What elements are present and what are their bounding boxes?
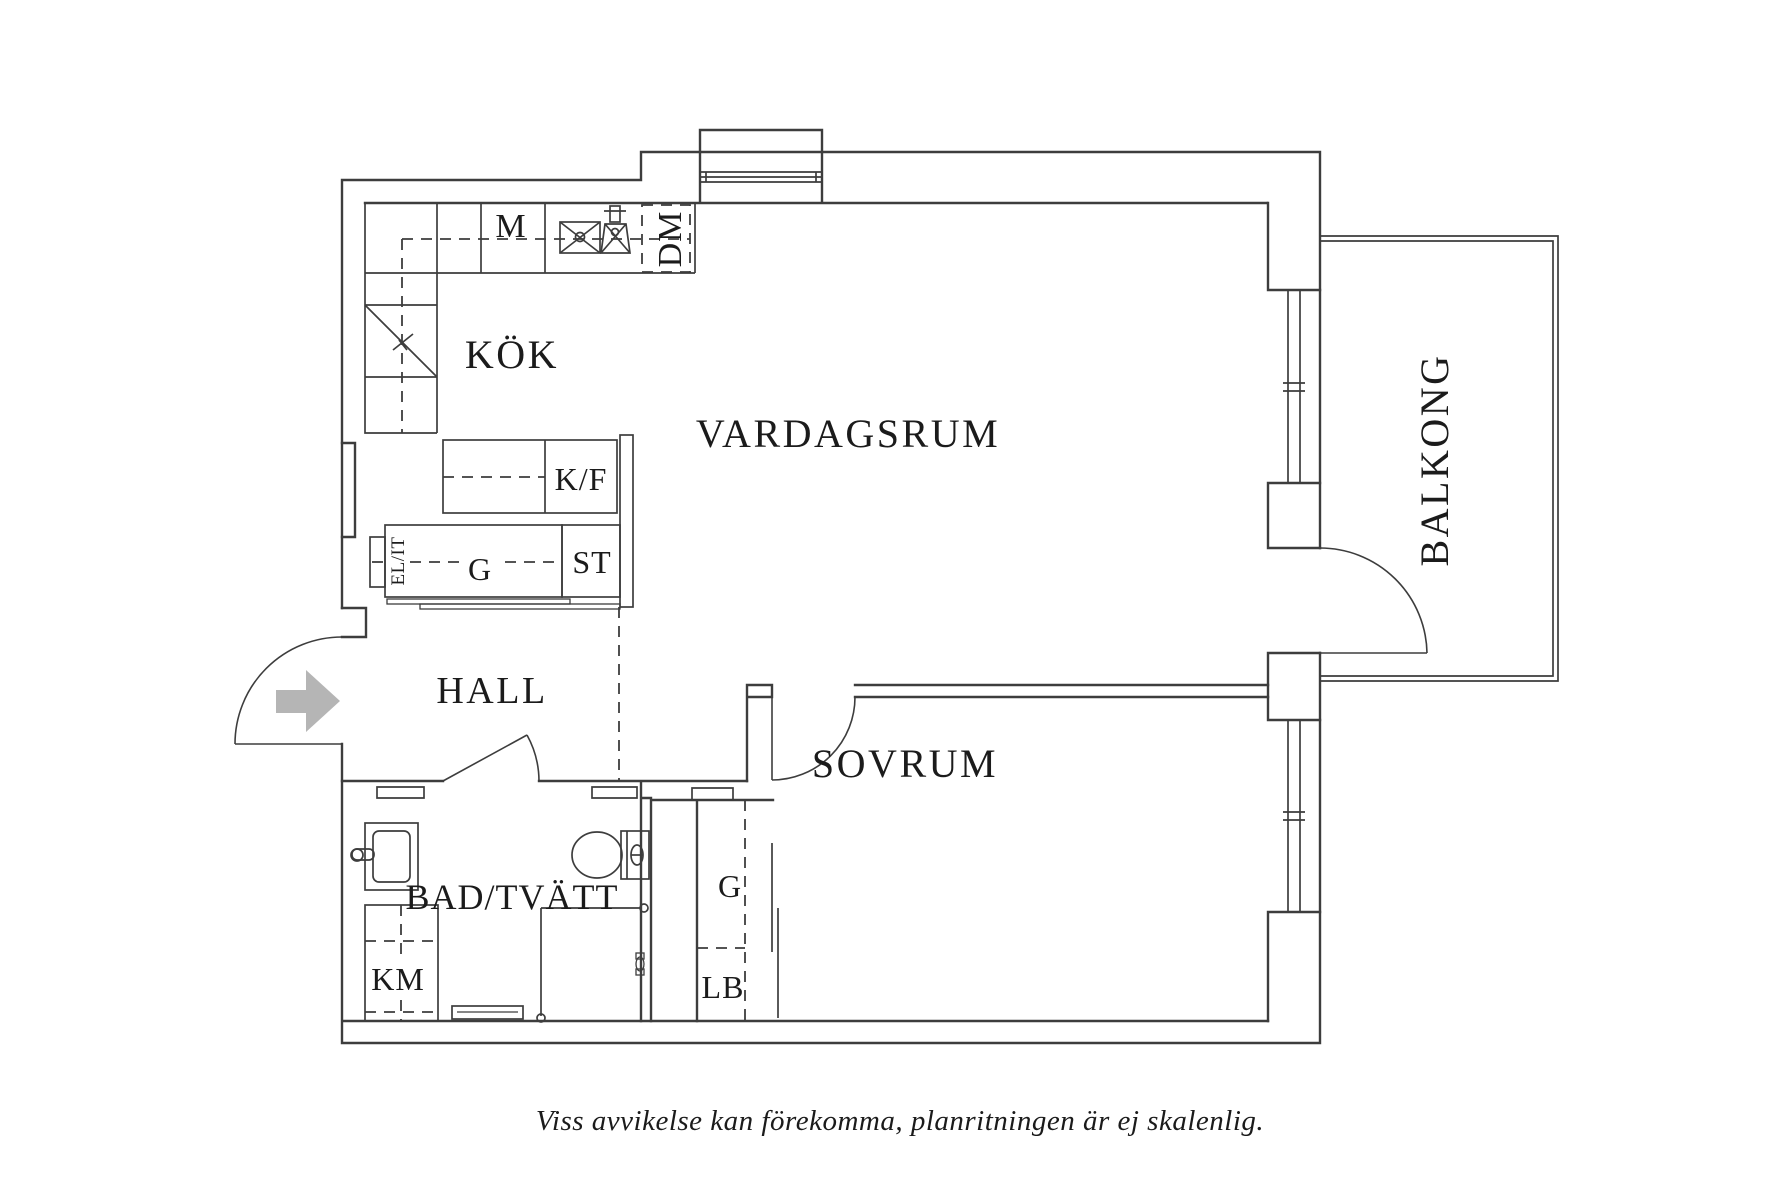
sliding-door-track-2	[419, 603, 621, 610]
label-g-bedroom: G	[718, 868, 742, 904]
bedroom-window	[1283, 720, 1305, 912]
bathroom-door	[442, 734, 540, 782]
entry-arrow-icon	[276, 670, 340, 732]
bedroom-living-wall	[745, 683, 1270, 783]
room-label-bathroom: BAD/TVÄTT	[406, 877, 619, 917]
hall-bathroom-walls	[340, 779, 775, 1023]
kitchen-counter-centerline	[401, 238, 690, 433]
top-window	[699, 171, 823, 183]
label-km: KM	[371, 961, 425, 997]
room-label-bedroom: SOVRUM	[812, 741, 998, 786]
entry-door	[234, 636, 343, 745]
label-st: ST	[572, 544, 611, 580]
label-el-it: EL/IT	[388, 537, 409, 586]
bedroom-door	[771, 696, 856, 781]
entry-stub-and-niche	[340, 441, 368, 639]
room-label-living-room: VARDAGSRUM	[696, 411, 1000, 456]
shower-partition	[536, 903, 649, 1023]
label-lb: LB	[702, 969, 745, 1005]
room-label-hallway: HALL	[436, 670, 547, 712]
disclaimer-caption: Viss avvikelse kan förekomma, planritnin…	[536, 1105, 1264, 1137]
windows	[699, 171, 1559, 912]
right-wall-inner-face	[1266, 201, 1322, 1023]
kitchen-counters	[364, 203, 696, 434]
living-room-window	[1283, 290, 1305, 483]
walls	[340, 128, 1322, 1045]
label-kf: K/F	[555, 461, 608, 497]
dashed-lines	[365, 204, 746, 1021]
label-g-hall: G	[468, 551, 492, 587]
outer-walls	[340, 150, 1322, 1045]
bedroom-closet-dashed	[697, 800, 746, 1021]
toilet-icon	[571, 830, 650, 880]
el-it-cabinet-box	[369, 536, 386, 588]
label-m: M	[495, 208, 526, 245]
door-handle-icon	[635, 952, 645, 976]
label-underlays	[374, 532, 500, 996]
room-labels: KÖK VARDAGSRUM HALL BAD/TVÄTT SOVRUM BAL…	[406, 332, 1457, 917]
bathroom-sink-icon	[350, 822, 419, 891]
balcony-railing	[1320, 235, 1559, 682]
shaft-symbol	[364, 304, 438, 378]
room-label-balcony: BALKONG	[1412, 353, 1457, 566]
kitchen-sink-icon	[559, 221, 601, 254]
shower-threshold	[451, 1005, 524, 1020]
hall-wall-pier	[619, 434, 634, 608]
fixture-labels: M DM K/F G ST EL/IT KM G LB	[371, 208, 745, 1005]
kitchen-faucet-icon	[600, 205, 631, 254]
room-label-kitchen: KÖK	[465, 332, 559, 377]
balcony-door	[1319, 547, 1428, 654]
dishwasher-dashed-box	[641, 204, 691, 273]
cleaning-closet-box	[561, 524, 621, 598]
kitchen-fittings	[364, 203, 696, 610]
doors	[234, 547, 1428, 782]
sliding-door-track-1	[386, 598, 571, 605]
door-jamb-boxes	[376, 786, 734, 801]
label-dm: DM	[652, 211, 689, 268]
top-window-bay	[363, 128, 1269, 205]
bedroom-closet-sliding-doors	[771, 843, 779, 1018]
